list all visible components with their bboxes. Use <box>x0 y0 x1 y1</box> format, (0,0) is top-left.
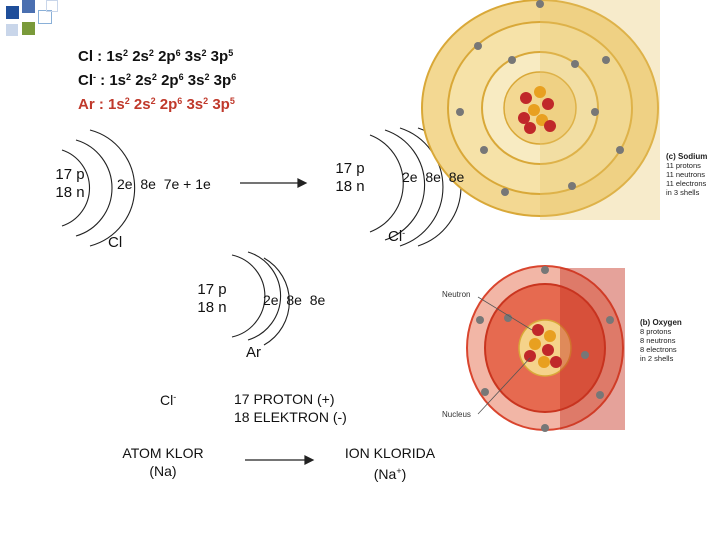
atom-klor-line2: (Na) <box>108 462 218 480</box>
arrow-bottom-head <box>305 456 313 464</box>
summary-counts: 17 PROTON (+) 18 ELEKTRON (-) <box>234 390 347 426</box>
oxygen-legend-title: (b) Oxygen <box>640 318 682 327</box>
atom1-shell-electrons: 2e 8e 7e + 1e <box>117 176 211 192</box>
atom2-neutrons: 18 n <box>330 178 370 196</box>
atom-klor-line1: ATOM KLOR <box>108 444 218 462</box>
atom1-protons: 17 p <box>50 166 90 184</box>
summary-ion: Cl- <box>160 388 176 409</box>
atom3-protons: 17 p <box>192 281 232 299</box>
summary-ion-charge: - <box>173 392 176 402</box>
atom2-label: Cl- <box>388 228 405 245</box>
atom2-protons: 17 p <box>330 160 370 178</box>
atom3-shell-1 <box>232 255 265 337</box>
atom1-nucleus: 17 p 18 n <box>50 166 90 202</box>
atom2-shell-electrons: 2e 8e 8e <box>402 169 464 185</box>
nucleus-pointer-label: Nucleus <box>442 410 471 419</box>
ion-klorida-label: ION KLORIDA (Na+) <box>330 444 450 483</box>
atom1-neutrons: 18 n <box>50 184 90 202</box>
summary-protons: 17 PROTON (+) <box>234 390 347 408</box>
arrow-top-head <box>298 179 306 187</box>
atom2-nucleus: 17 p 18 n <box>330 160 370 196</box>
atom2-shell-2 <box>385 130 425 240</box>
sodium-legend: (c) Sodium 11 protons 11 neutrons 11 ele… <box>666 152 707 197</box>
ion-klorida-line2: (Na+) <box>330 462 450 483</box>
atom3-shell-electrons: 2e 8e 8e <box>263 292 325 308</box>
summary-electrons: 18 ELEKTRON (-) <box>234 408 347 426</box>
neutron-pointer-label: Neutron <box>442 290 470 299</box>
atom2-shell-1 <box>370 135 403 232</box>
atom1-label: Cl <box>108 234 122 251</box>
atom-klor-label: ATOM KLOR (Na) <box>108 444 218 480</box>
summary-ion-symbol: Cl <box>160 392 173 408</box>
atom2-label-charge: - <box>402 228 405 238</box>
atom2-label-symbol: Cl <box>388 228 402 245</box>
atom3-label: Ar <box>246 344 261 361</box>
sodium-atom-illustration <box>422 0 660 220</box>
oxygen-legend: (b) Oxygen 8 protons 8 neutrons 8 electr… <box>640 318 682 363</box>
sodium-legend-title: (c) Sodium <box>666 152 707 161</box>
oxygen-atom-illustration <box>467 266 625 432</box>
atom3-neutrons: 18 n <box>192 299 232 317</box>
atom3-nucleus: 17 p 18 n <box>192 281 232 317</box>
ion-klorida-line1: ION KLORIDA <box>330 444 450 462</box>
